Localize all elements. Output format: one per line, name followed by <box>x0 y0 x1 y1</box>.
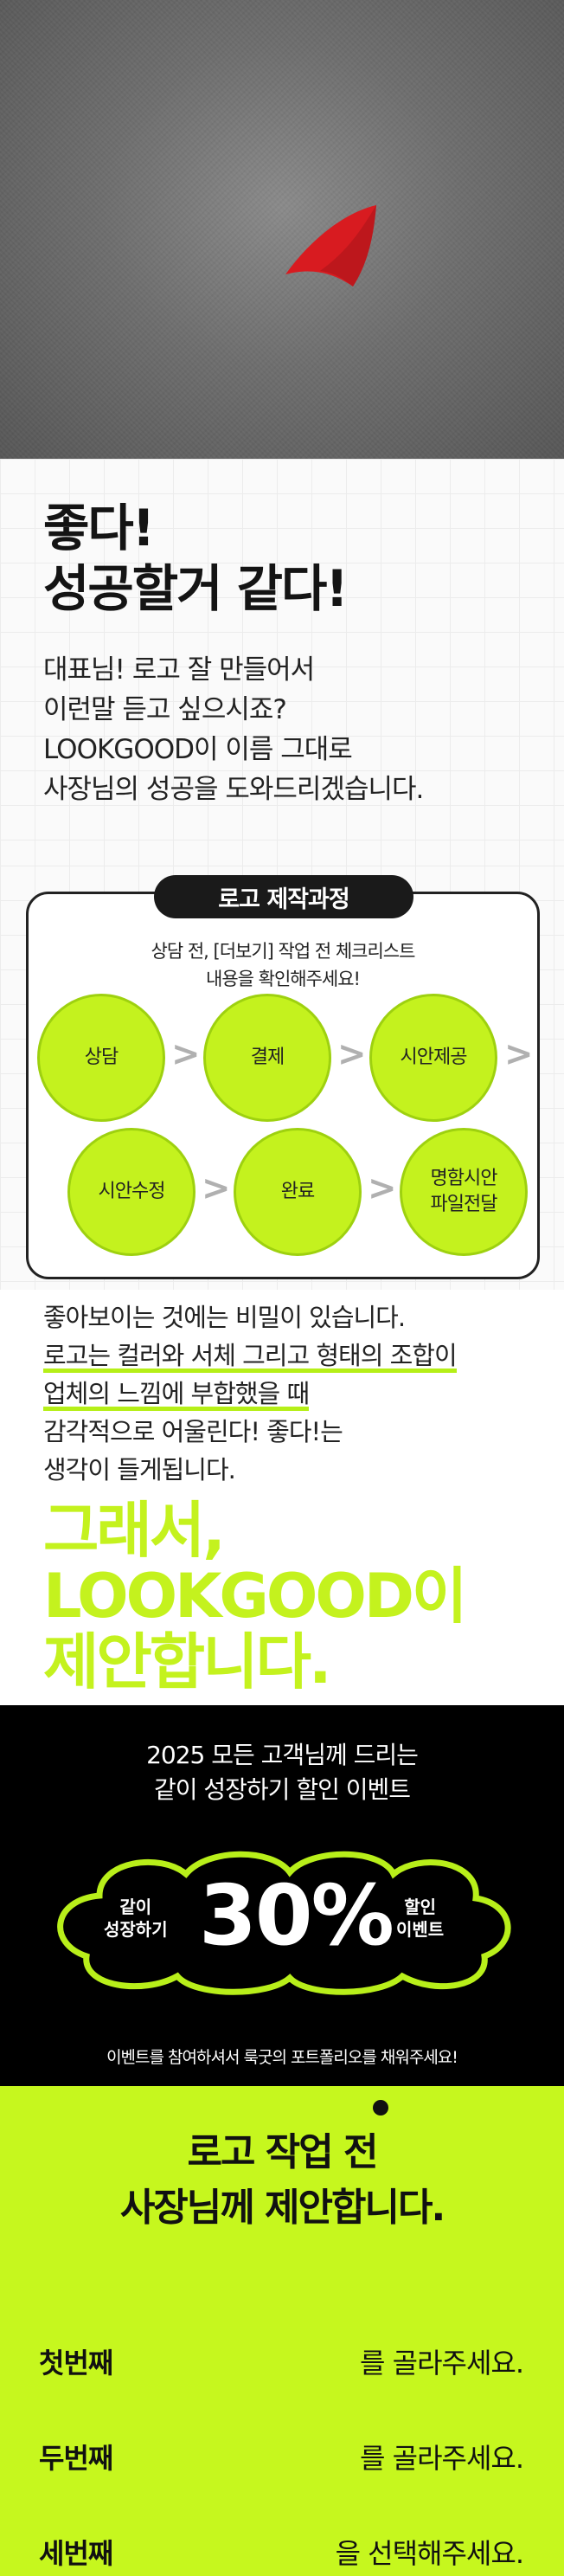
choice-label: 첫번째 <box>39 2347 113 2380</box>
secret-section: 좋아보이는 것에는 비밀이 있습니다. 로고는 컬러와 서체 그리고 형태의 조… <box>0 1290 564 1484</box>
dot-decoration <box>373 2100 388 2116</box>
choice-blank <box>151 2341 316 2380</box>
event-right-label: 할인 이벤트 <box>396 1897 445 1940</box>
secret-line-2: 로고는 컬러와 서체 그리고 형태의 조합이 <box>43 1336 458 1375</box>
final-section: 로고 작업 전 사장님께 제안합니다. 첫번째 를 골라주세요. 두번째 를 골… <box>0 2086 564 2576</box>
step-payment: 결제 <box>203 994 331 1122</box>
headline-line-2: 성공할거 같다! <box>43 559 349 618</box>
secret-line-4: 감각적으로 어울린다! 좋다!는 <box>43 1417 343 1446</box>
secret-line-3: 업체의 느낌에 부합했을 때 <box>43 1375 310 1413</box>
event-note: 이벤트를 참여하셔서 룩굿의 포트폴리오를 채워주세요! <box>106 2048 458 2067</box>
process-title-pill: 로고 제작과정 <box>154 875 413 918</box>
arrow-icon: > <box>368 1169 397 1208</box>
choice-row: 첫번째 를 골라주세요. <box>39 2341 524 2385</box>
choice-tail: 을 선택해주세요. <box>335 2537 524 2570</box>
proposal-section: 그래서, LOOKGOOD이 제안합니다. <box>0 1480 564 1705</box>
arrow-icon: > <box>202 1169 231 1208</box>
event-left-label: 같이 성장하기 <box>104 1897 168 1940</box>
process-desc-line-2: 내용을 확인해주세요! <box>206 969 361 989</box>
choice-label: 두번째 <box>39 2442 113 2475</box>
process-desc-line-1: 상담 전, [더보기] 작업 전 체크리스트 <box>151 941 416 962</box>
secret-line-5: 생각이 들게됩니다. <box>43 1455 236 1484</box>
step-consult: 상담 <box>37 994 165 1122</box>
step-delivery: 명함시안 파일전달 <box>400 1128 528 1256</box>
choice-blank <box>151 2437 316 2475</box>
arrow-icon: > <box>504 1034 534 1074</box>
process-description: 상담 전, [더보기] 작업 전 체크리스트 내용을 확인해주세요! <box>29 937 537 993</box>
step-complete: 완료 <box>234 1128 362 1256</box>
choice-row: 세번째 을 선택해주세요. <box>39 2532 524 2575</box>
choice-blank <box>151 2532 316 2570</box>
final-title: 로고 작업 전 사장님께 제안합니다. <box>119 2130 445 2230</box>
choice-tail: 를 골라주세요. <box>360 2347 524 2380</box>
intro-body-text: 대표님! 로고 잘 만들어서 이런말 듣고 싶으시죠? LOOKGOOD이 이름… <box>43 654 424 805</box>
intro-section: 좋다! 성공할거 같다! 대표님! 로고 잘 만들어서 이런말 듣고 싶으시죠?… <box>0 459 564 866</box>
event-discount: 30% <box>199 1867 394 1964</box>
step-revision: 시안수정 <box>67 1128 195 1256</box>
red-swoosh-logo <box>285 205 376 287</box>
process-box: 로고 제작과정 상담 전, [더보기] 작업 전 체크리스트 내용을 확인해주세… <box>26 875 540 1279</box>
arrow-icon: > <box>171 1034 201 1074</box>
step-draft: 시안제공 <box>369 994 497 1122</box>
cloud-badge-shape <box>57 1851 511 1995</box>
process-section: 로고 제작과정 상담 전, [더보기] 작업 전 체크리스트 내용을 확인해주세… <box>0 866 564 1290</box>
hero-section <box>0 0 564 459</box>
event-title: 2025 모든 고객님께 드리는 같이 성장하기 할인 이벤트 <box>146 1741 419 1804</box>
choice-tail: 를 골라주세요. <box>360 2442 524 2475</box>
choice-row: 두번째 를 골라주세요. <box>39 2437 524 2480</box>
headline: 좋다! 성공할거 같다! <box>43 498 521 619</box>
event-section: 2025 모든 고객님께 드리는 같이 성장하기 할인 이벤트 같이 성장하기 … <box>0 1705 564 2086</box>
headline-line-1: 좋다! <box>43 499 155 557</box>
secret-line-1: 좋아보이는 것에는 비밀이 있습니다. <box>43 1303 406 1332</box>
choice-label: 세번째 <box>39 2537 113 2570</box>
arrow-icon: > <box>337 1034 367 1074</box>
proposal-title: 그래서, LOOKGOOD이 제안합니다. <box>43 1495 467 1697</box>
